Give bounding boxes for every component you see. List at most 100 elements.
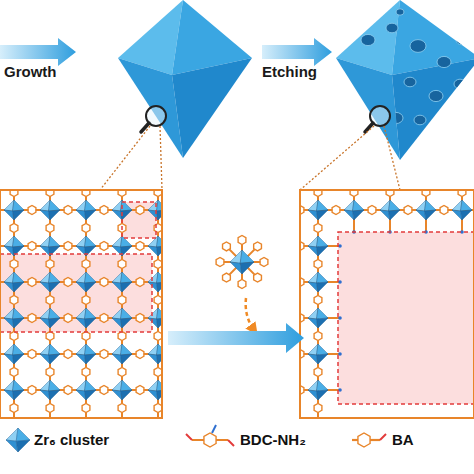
- pore: [350, 65, 362, 75]
- zr-cluster: [308, 380, 328, 400]
- pore: [386, 23, 398, 33]
- process-arrow: [168, 323, 304, 353]
- benzene-ring: [154, 368, 162, 377]
- zr-cluster: [4, 272, 24, 292]
- benzene-ring: [136, 206, 144, 215]
- benzene-ring: [136, 242, 144, 251]
- benzene-ring: [368, 206, 376, 215]
- benzene-ring: [223, 242, 231, 251]
- benzene-ring: [28, 278, 36, 287]
- benzene-ring: [46, 260, 54, 269]
- zr-cluster: [148, 308, 162, 328]
- benzene-ring: [28, 386, 36, 395]
- pore: [372, 82, 388, 95]
- benzene-ring: [10, 296, 18, 305]
- benzene-ring: [82, 224, 90, 233]
- zr-cluster: [40, 200, 60, 220]
- zr-cluster: [76, 272, 96, 292]
- zr-cluster: [148, 272, 162, 292]
- pore: [361, 34, 375, 45]
- pore: [389, 112, 403, 123]
- benzene-ring: [100, 350, 108, 359]
- benzene-ring: [28, 314, 36, 323]
- zr-cluster: [4, 380, 24, 400]
- benzene-ring: [154, 260, 162, 269]
- benzene-ring: [28, 350, 36, 359]
- benzene-ring: [46, 332, 54, 341]
- benzene-ring: [254, 242, 262, 251]
- benzene-ring: [254, 273, 262, 282]
- benzene-ring: [154, 332, 162, 341]
- pore: [429, 90, 443, 101]
- benzene-ring: [100, 206, 108, 215]
- benzene-ring: [314, 260, 322, 269]
- benzene-ring: [82, 368, 90, 377]
- zr-cluster: [344, 200, 364, 220]
- benzene-ring: [28, 242, 36, 251]
- process-label: Etching: [262, 63, 342, 81]
- process-arrow: [262, 38, 332, 66]
- zr-cluster: [148, 200, 162, 220]
- zr-cluster: [308, 308, 328, 328]
- benzene-ring: [64, 386, 72, 395]
- benzene-ring: [28, 206, 36, 215]
- zr-cluster: [112, 344, 132, 364]
- amine-group: [212, 425, 216, 433]
- benzene-ring: [404, 206, 412, 215]
- zr-cluster: [112, 272, 132, 292]
- carboxyl: [186, 434, 192, 440]
- pore: [410, 40, 426, 53]
- benzene-ring: [118, 296, 126, 305]
- panel-background: [0, 190, 162, 418]
- carboxyl: [380, 434, 386, 440]
- zr-cluster: [380, 200, 400, 220]
- pore: [454, 79, 466, 89]
- benzene-ring: [100, 242, 108, 251]
- zr-cluster: [76, 344, 96, 364]
- zr-cluster: [40, 344, 60, 364]
- pore: [414, 115, 426, 125]
- benzene-ring: [46, 224, 54, 233]
- benzene-ring: [260, 258, 268, 267]
- benzene-ring: [10, 260, 18, 269]
- legend-label: BA: [392, 431, 474, 449]
- benzene-ring: [314, 332, 322, 341]
- benzene-ring: [154, 296, 162, 305]
- pore: [396, 9, 404, 15]
- benzene-ring: [118, 404, 126, 413]
- zr-cluster: [76, 308, 96, 328]
- benzene-ring: [314, 404, 322, 413]
- benzene-ring: [100, 386, 108, 395]
- pore: [404, 77, 416, 87]
- zr-cluster: [4, 344, 24, 364]
- zr-cluster: [112, 308, 132, 328]
- zr-cluster: [416, 200, 436, 220]
- process-arrow: [0, 38, 76, 66]
- benzene-ring: [82, 260, 90, 269]
- benzene-ring: [10, 368, 18, 377]
- defect-outline: [0, 254, 152, 332]
- benzene-ring: [314, 296, 322, 305]
- lattice-panel: [282, 174, 474, 426]
- panel-border: [300, 190, 474, 418]
- zr-cluster: [40, 272, 60, 292]
- lattice-panel: [0, 174, 194, 426]
- process-label: Growth: [4, 63, 84, 81]
- benzene-ring: [136, 386, 144, 395]
- legend-label: BDC-NH₂: [240, 431, 324, 449]
- zr-cluster: [452, 200, 472, 220]
- benzene-ring: [82, 404, 90, 413]
- benzene-ring: [223, 273, 231, 282]
- zr-cluster: [308, 272, 328, 292]
- zr-cluster: [76, 200, 96, 220]
- benzene-ring: [64, 206, 72, 215]
- zoom-leader: [100, 126, 400, 190]
- zr-cluster: [308, 200, 328, 220]
- benzene-ring: [118, 332, 126, 341]
- benzene-ring: [238, 280, 246, 289]
- benzene-ring: [100, 314, 108, 323]
- benzene-ring: [118, 260, 126, 269]
- benzene-ring: [314, 368, 322, 377]
